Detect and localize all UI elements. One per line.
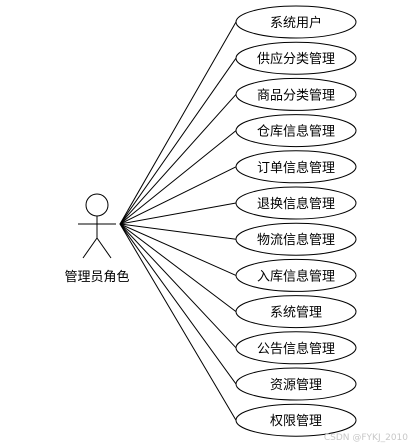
use-case-label: 入库信息管理 (257, 268, 335, 284)
use-case: 订单信息管理 (235, 150, 357, 184)
use-case-label: 仓库信息管理 (257, 124, 335, 140)
actor-admin: 管理员角色 (64, 193, 130, 285)
association-lines (119, 21, 237, 421)
use-case: 供应分类管理 (235, 41, 357, 75)
use-case: 退换信息管理 (235, 186, 357, 220)
use-case: 入库信息管理 (235, 258, 357, 292)
use-case-label: 资源管理 (270, 378, 322, 393)
use-case-label: 公告信息管理 (257, 341, 335, 357)
association-line (119, 57, 237, 225)
association-line (119, 130, 237, 225)
association-line (119, 223, 237, 421)
association-line (119, 223, 237, 276)
use-case-label: 退换信息管理 (257, 196, 335, 212)
use-case-ellipse (235, 77, 357, 111)
use-case-label: 订单信息管理 (257, 160, 335, 176)
use-case-label: 供应分类管理 (257, 51, 335, 67)
use-case: 仓库信息管理 (235, 114, 357, 148)
watermark: CSDN @FYKJ_2010 (324, 433, 408, 443)
use-case-label: 系统用户 (270, 15, 322, 31)
use-case: 物流信息管理 (235, 222, 357, 256)
use-case-label: 商品分类管理 (257, 88, 335, 103)
actor-head (85, 193, 109, 217)
use-case: 系统管理 (235, 295, 357, 329)
actor-left-leg (82, 237, 98, 259)
use-case-ellipse (235, 150, 357, 184)
use-case-ellipse (235, 41, 357, 75)
association-line (119, 223, 237, 349)
use-case-ellipse (235, 114, 357, 148)
use-case: 权限管理 (235, 403, 357, 437)
use-case-ellipse (235, 331, 357, 365)
use-case: 资源管理 (235, 367, 357, 401)
association-line (119, 223, 237, 385)
use-case-ellipse (235, 222, 357, 256)
use-case-ellipse (235, 403, 357, 437)
use-case-ellipse (235, 295, 357, 329)
association-line (119, 21, 237, 225)
use-case-label: 物流信息管理 (257, 232, 335, 248)
use-case: 公告信息管理 (235, 331, 357, 365)
use-case-ellipse (235, 258, 357, 292)
association-line (119, 223, 237, 240)
use-case-ellipse (235, 186, 357, 220)
association-line (119, 166, 237, 225)
association-line (119, 223, 237, 312)
use-case: 系统用户 (235, 5, 357, 39)
use-case-label: 系统管理 (270, 306, 322, 321)
use-case-list: 系统用户供应分类管理商品分类管理仓库信息管理订单信息管理退换信息管理物流信息管理… (235, 5, 357, 437)
actor-right-leg (96, 237, 112, 259)
use-case-ellipse (235, 367, 357, 401)
association-line (119, 202, 237, 225)
use-case: 商品分类管理 (235, 77, 357, 111)
use-case-label: 权限管理 (270, 413, 322, 429)
actor-label: 管理员角色 (64, 269, 129, 285)
association-line (119, 94, 237, 225)
use-case-ellipse (235, 5, 357, 39)
